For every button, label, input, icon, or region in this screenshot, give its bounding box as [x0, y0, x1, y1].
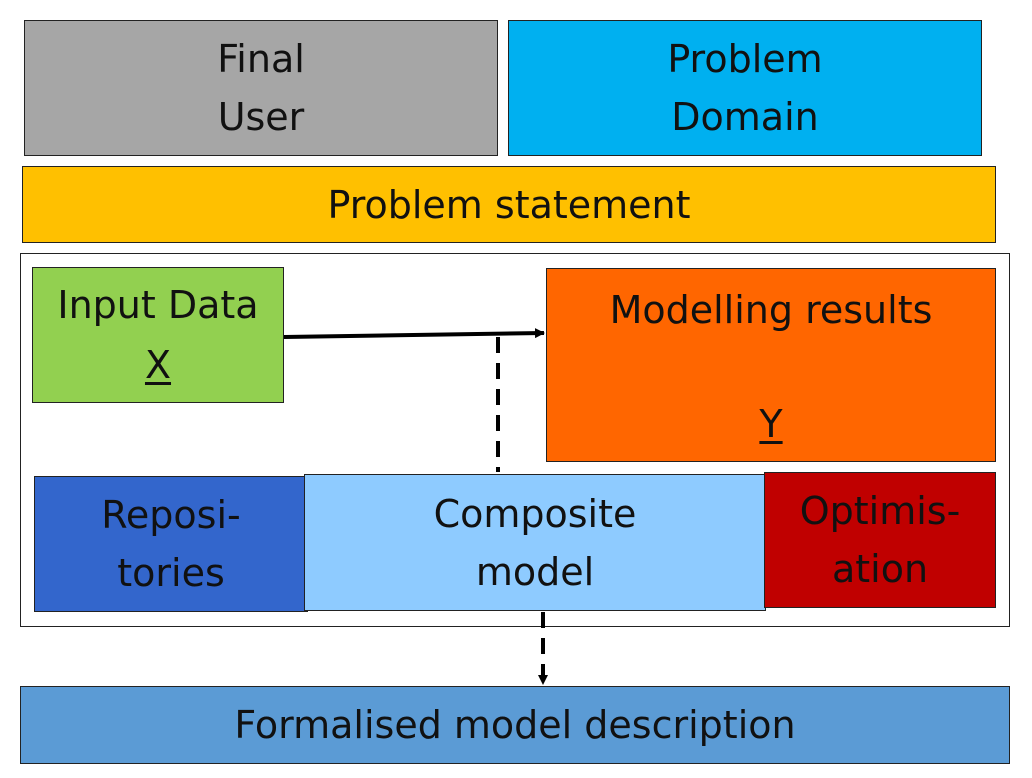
modelling-results-box: Modelling results Y: [546, 268, 996, 462]
final-user-line-1: Final: [217, 37, 305, 81]
modelling-results-title: Modelling results: [609, 288, 933, 332]
formalised-model-label: Formalised model description: [234, 703, 796, 747]
input-data-symbol: X: [144, 343, 172, 387]
repositories-line-2: tories: [117, 551, 225, 595]
final-user-box: Final User: [24, 20, 498, 156]
optimisation-box: Optimis- ation: [764, 472, 996, 608]
problem-statement-box: Problem statement: [22, 166, 996, 243]
problem-statement-label: Problem statement: [327, 182, 691, 227]
problem-domain-line-1: Problem: [667, 37, 823, 81]
input-data-box: Input Data X: [32, 267, 284, 403]
input-data-title: Input Data: [57, 283, 259, 327]
problem-domain-line-2: Domain: [671, 95, 819, 139]
problem-domain-box: Problem Domain: [508, 20, 982, 156]
modelling-results-symbol: Y: [759, 402, 783, 446]
formalised-model-box: Formalised model description: [20, 686, 1010, 764]
composite-model-line-1: Composite: [433, 491, 637, 536]
repositories-box: Reposi- tories: [34, 476, 308, 612]
optimisation-line-2: ation: [831, 547, 929, 591]
repositories-line-1: Reposi-: [101, 493, 241, 537]
final-user-line-2: User: [217, 95, 305, 139]
optimisation-line-1: Optimis-: [799, 489, 961, 533]
composite-model-line-2: model: [475, 549, 595, 594]
composite-model-box: Composite model: [304, 474, 766, 611]
